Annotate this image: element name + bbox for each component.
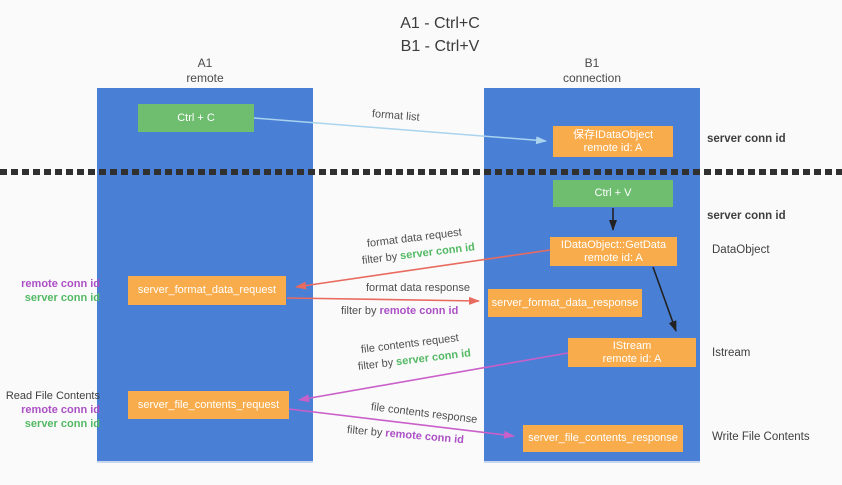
title-line-1: A1 - Ctrl+C [400, 15, 480, 32]
format-request-label: server_format_data_request [137, 284, 277, 296]
ctrl-v-label: Ctrl + V [594, 187, 632, 199]
node-server-file-contents-request: server_file_contents_request [128, 391, 289, 419]
lane-b1-subtitle: connection [562, 71, 622, 85]
node-server-format-data-response: server_format_data_response [488, 289, 642, 317]
lane-a1-subtitle: remote [186, 71, 224, 85]
server-conn-id-mid-label: server conn id [707, 210, 786, 222]
lane-header-b1: B1 connection [532, 56, 652, 86]
node-istream: IStream remote id: A [568, 338, 696, 367]
format-request-conn-ids: remote conn id server conn id [0, 277, 100, 305]
node-idataobject-getdata: IDataObject::GetData remote id: A [550, 237, 677, 266]
dataobject-label: DataObject [712, 244, 770, 256]
remote-conn-id-text: remote conn id [379, 305, 459, 317]
format-response-label: server_format_data_response [491, 296, 639, 309]
diagram-title: A1 - Ctrl+C B1 - Ctrl+V [280, 12, 600, 58]
getdata-line2: remote id: A [584, 251, 643, 264]
format-data-response-arrow [286, 296, 480, 305]
remote-conn-id-label: remote conn id [21, 404, 100, 416]
lane-a1-title: A1 [197, 56, 213, 70]
save-idataobject-line1: 保存IDataObject [572, 128, 654, 141]
getdata-line1: IDataObject::GetData [560, 238, 667, 251]
node-server-format-data-request: server_format_data_request [128, 276, 286, 305]
server-conn-id-label: server conn id [24, 292, 100, 304]
istream-line1: IStream [612, 339, 652, 352]
save-idataobject-line2: remote id: A [583, 141, 643, 154]
read-file-contents-label: Read File Contents [5, 390, 100, 402]
lane-b1-title: B1 [584, 56, 600, 70]
title-line-2: B1 - Ctrl+V [400, 38, 480, 55]
istream-side-label: Istream [712, 347, 751, 359]
server-conn-id-label: server conn id [24, 418, 100, 430]
file-contents-request-arrow [298, 352, 569, 403]
format-data-request-arrow [295, 249, 551, 290]
node-ctrl-c: Ctrl + C [138, 104, 254, 132]
file-contents-response-arrow [288, 408, 515, 439]
lane-header-a1: A1 remote [145, 56, 265, 86]
filter-by-text: filter by [341, 305, 377, 317]
node-ctrl-v: Ctrl + V [553, 180, 673, 207]
file-request-label: server_file_contents_request [137, 398, 280, 411]
remote-conn-id-label: remote conn id [21, 278, 100, 290]
ctrl-c-label: Ctrl + C [177, 111, 215, 124]
getdata-to-istream-arrow [652, 266, 677, 332]
server-conn-id-top-label: server conn id [707, 133, 786, 145]
istream-line2: remote id: A [602, 352, 662, 365]
file-response-label: server_file_contents_response [528, 432, 678, 444]
file-request-conn-ids: Read File Contents remote conn id server… [0, 389, 100, 431]
node-save-idataobject: 保存IDataObject remote id: A [553, 126, 673, 157]
format-data-response-label: format data response [366, 282, 470, 294]
session-divider [0, 169, 842, 175]
node-server-file-contents-response: server_file_contents_response [523, 425, 683, 452]
format-list-arrow [253, 117, 547, 145]
write-file-contents-label: Write File Contents [712, 431, 810, 443]
